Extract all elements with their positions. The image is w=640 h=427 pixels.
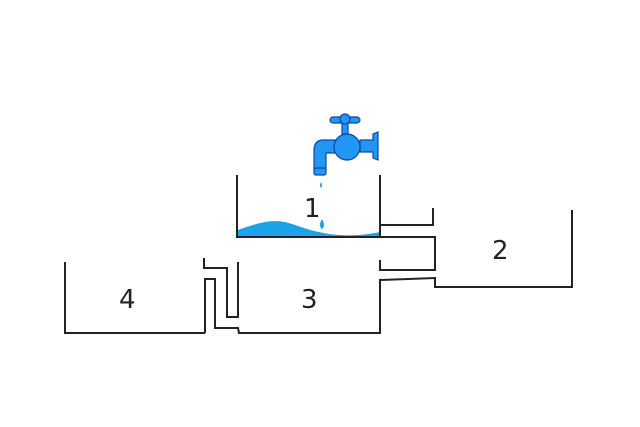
pipe-1-lower: [379, 236, 436, 271]
water: [238, 221, 380, 237]
label-container-1: 1: [304, 194, 321, 224]
container-4-walls: [64, 262, 205, 334]
water-drops: [320, 182, 324, 229]
label-container-4: 4: [119, 285, 136, 315]
faucet-icon: [313, 113, 379, 176]
label-container-3: 3: [301, 285, 318, 315]
label-container-2: 2: [492, 236, 509, 266]
pipe-3-left: [203, 258, 239, 318]
container-3-walls: [204, 276, 450, 334]
container-2-walls: [450, 210, 573, 288]
container-1-walls: [236, 175, 381, 238]
pipe-1-upper: [380, 208, 434, 226]
